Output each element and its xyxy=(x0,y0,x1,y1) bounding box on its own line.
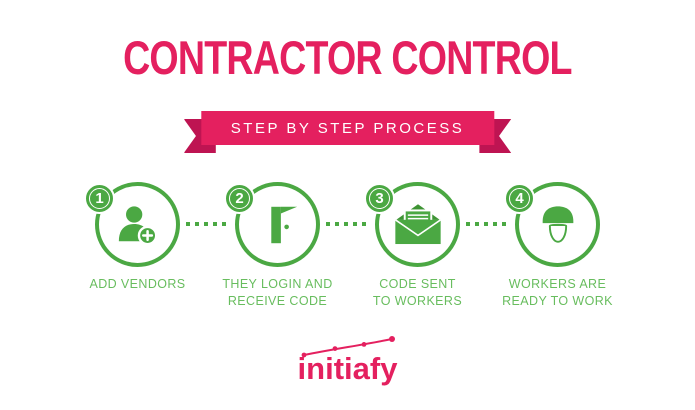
step-number-badge-3: 3 xyxy=(364,183,395,214)
ribbon-banner: STEP BY STEP PROCESS xyxy=(183,111,512,153)
step-number: 3 xyxy=(375,190,384,207)
envelope-icon xyxy=(394,204,441,245)
step-number-badge-1: 1 xyxy=(84,183,115,214)
dotted-connector xyxy=(185,222,230,226)
step-number-badge-4: 4 xyxy=(504,183,535,214)
step-number: 4 xyxy=(515,190,524,207)
dotted-connector xyxy=(325,222,370,226)
step-number-badge-2: 2 xyxy=(224,183,255,214)
step-ready-to-work: 4 WORKERS ARE READY TO WORK xyxy=(502,182,612,310)
steps-row: 1 ADD VENDORS 2 xyxy=(0,182,695,310)
dotted-connector xyxy=(465,222,510,226)
logo-swoosh-icon xyxy=(301,336,395,358)
header: CONTRACTOR CONTROL xyxy=(0,30,695,85)
initiafy-logo: initiafy xyxy=(0,336,695,387)
step-number: 1 xyxy=(95,190,104,207)
step-login-receive-code: 2 THEY LOGIN AND RECEIVE CODE xyxy=(222,182,332,310)
step-code-sent: 3 CODE SENT TO WORKERS xyxy=(364,182,466,310)
logo-text: initiafy xyxy=(297,351,398,386)
step-label-add-vendors: ADD VENDORS xyxy=(89,277,186,291)
add-person-icon xyxy=(118,205,157,245)
step-circle-3 xyxy=(375,182,460,267)
open-door-icon xyxy=(270,206,297,243)
step-number: 2 xyxy=(235,190,244,207)
step-add-vendors: 1 ADD VENDORS xyxy=(84,182,186,293)
page-title: CONTRACTOR CONTROL xyxy=(123,31,572,84)
ribbon-label: STEP BY STEP PROCESS xyxy=(230,119,465,137)
step-label-code-sent: CODE SENT TO WORKERS xyxy=(372,277,463,308)
ribbon-band: STEP BY STEP PROCESS xyxy=(200,111,495,145)
worker-helmet-icon xyxy=(542,205,573,243)
step-label-ready: WORKERS ARE READY TO WORK xyxy=(502,277,613,308)
step-label-login: THEY LOGIN AND RECEIVE CODE xyxy=(222,277,333,308)
